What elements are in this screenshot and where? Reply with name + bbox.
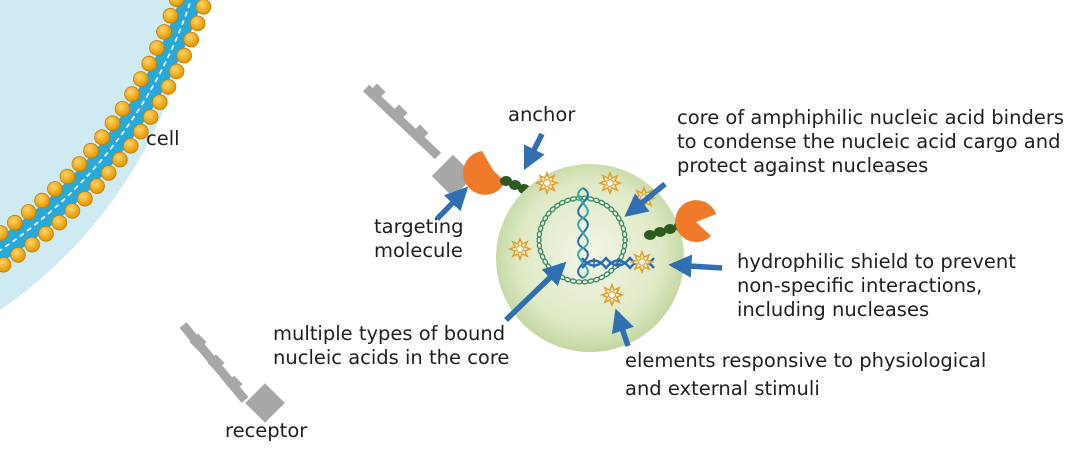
lipid-head (162, 7, 179, 24)
stimuli-element (629, 249, 655, 275)
lipid-head (83, 142, 99, 159)
label-targeting-molecule-line1: targeting (374, 215, 464, 238)
lipid-head (112, 151, 128, 168)
lipid-head (168, 63, 185, 80)
label-receptor: receptor (225, 419, 308, 442)
lipid-head (20, 204, 37, 220)
receptor-upper (362, 83, 475, 198)
annotation-arrows (435, 132, 723, 347)
lipid-head (0, 256, 12, 273)
lipid-head (94, 129, 110, 146)
label-elements-line1: elements responsive to physiological (625, 349, 987, 372)
lipid-head (114, 101, 131, 117)
lipid-head (156, 24, 172, 40)
lipid-head (183, 31, 200, 48)
lipid-head (59, 168, 76, 185)
lipid-head (51, 214, 68, 231)
label-multiple-types-line2: nucleic acids in the core (273, 346, 510, 369)
lipid-head (176, 47, 193, 64)
lipid-head (10, 247, 26, 263)
lipid-head (64, 203, 81, 219)
label-core-line1: core of amphiphilic nucleic acid binders (677, 106, 1065, 129)
label-shield-line1: hydrophilic shield to prevent (737, 250, 1016, 273)
label-targeting-molecule-line2: molecule (374, 239, 463, 262)
lipid-head (7, 214, 23, 231)
label-elements-line2: and external stimuli (625, 377, 820, 400)
lipid-head (189, 15, 206, 32)
lipid-head (133, 71, 149, 87)
stimuli-element (597, 170, 623, 196)
lipid-head (160, 79, 177, 95)
dna-helix (577, 187, 589, 279)
ring-bead (621, 230, 628, 238)
lipid-head (195, 0, 212, 15)
label-anchor: anchor (508, 103, 576, 126)
label-cell: cell (146, 127, 180, 150)
receptor-lower (179, 322, 285, 423)
lipid-head (34, 192, 50, 209)
label-core-line2: to condense the nucleic acid cargo and (677, 130, 1061, 153)
lipid-head (24, 236, 41, 253)
cell-membrane (0, 0, 203, 264)
lipid-head (133, 123, 149, 140)
lipid-head (104, 115, 121, 131)
stimuli-element (534, 170, 560, 196)
label-multiple-types-line1: multiple types of bound (273, 322, 506, 345)
stimuli-element (507, 236, 533, 262)
lipid-head (89, 178, 105, 194)
lipid-heads (0, 0, 212, 273)
lipid-head (149, 40, 165, 56)
label-core-line3: protect against nucleases (677, 154, 929, 177)
lipid-head (100, 165, 117, 181)
circular-nucleic-acid (536, 195, 628, 285)
stimuli-element (599, 282, 625, 308)
lipid-head (47, 181, 63, 197)
lipid-head (71, 156, 88, 172)
lipid-head (38, 226, 54, 242)
lipid-head (0, 225, 9, 241)
lipid-head (142, 109, 159, 125)
lipid-head (77, 190, 93, 207)
lipid-head (124, 86, 140, 102)
label-shield-line3: including nucleases (737, 298, 930, 321)
lipid-head (152, 94, 168, 110)
targeting-molecule-right (675, 200, 716, 243)
lipid-head (122, 138, 139, 154)
targeting-molecule-left (463, 151, 505, 195)
label-shield-line2: non-specific interactions, (737, 274, 983, 297)
lipid-head (141, 55, 158, 72)
lipid-head (168, 0, 185, 7)
